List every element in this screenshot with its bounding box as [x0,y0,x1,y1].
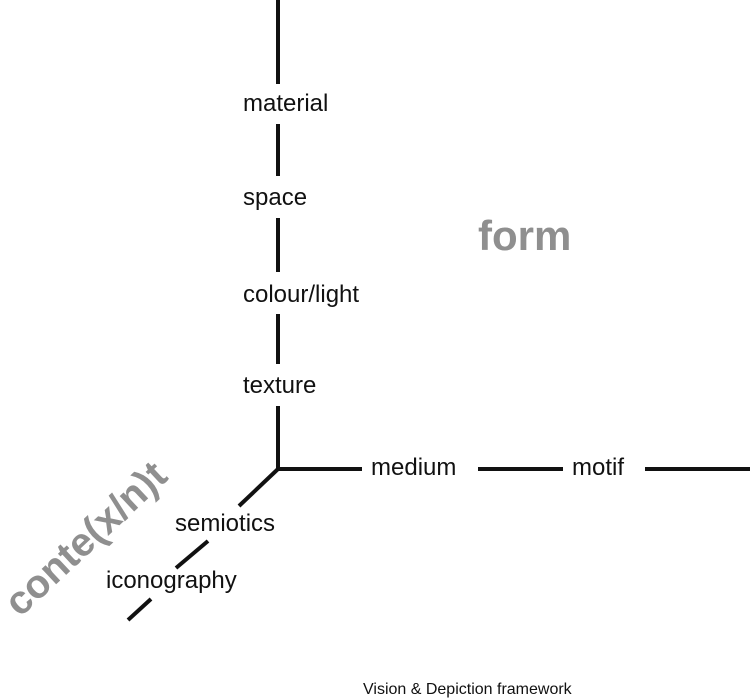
term-colour-light: colour/light [243,281,359,308]
term-space: space [243,184,307,211]
diagonal-axis-segment [237,467,280,508]
figure-caption: Vision & Depiction framework [363,681,573,698]
diagonal-axis [126,467,280,622]
dimension-label-form: form [478,212,571,259]
diagonal-axis-segment [126,597,153,622]
term-motif: motif [572,454,624,481]
term-material: material [243,90,328,117]
term-iconography: iconography [106,567,237,594]
term-medium: medium [371,454,456,481]
term-semiotics: semiotics [175,510,275,537]
diagonal-axis-segment [174,539,210,570]
term-texture: texture [243,372,316,399]
